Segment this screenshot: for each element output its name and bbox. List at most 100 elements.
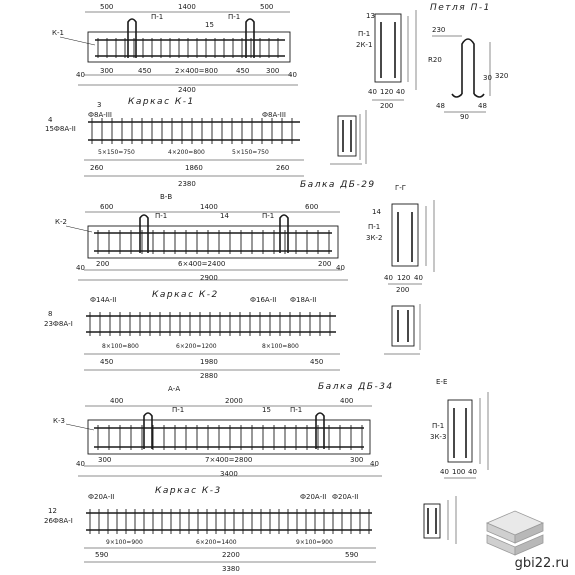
sbb-label-2k1: 2К-1 <box>356 41 372 49</box>
beam2-frame: К-2 <box>55 218 67 226</box>
see-label-p1: П-1 <box>432 422 444 430</box>
beam-db34-elevation: Балка ДБ-34 А-А 400 2000 400 П-1 П-1 15 … <box>53 382 392 478</box>
beam2-sect: В-В <box>160 193 172 201</box>
section-k1-small <box>330 110 367 165</box>
beam1-loop-right: П-1 <box>228 13 240 21</box>
section-k3-small <box>423 496 457 544</box>
frame1-sp2: 4×200=800 <box>168 149 205 156</box>
beam3-length: 3400 <box>220 470 238 478</box>
beam2-dim-r: 600 <box>305 203 318 211</box>
frame2-sp1: 8×100=800 <box>102 343 139 350</box>
see-dim-100: 100 <box>452 468 465 476</box>
sbb-dim-200: 200 <box>380 102 393 110</box>
sgg-label-3k2: 3К-2 <box>366 234 382 242</box>
beam2-length: 2900 <box>200 274 218 282</box>
beam1-dim-top-left: 500 <box>100 3 113 11</box>
frame1-marker-a: 4 <box>48 116 53 124</box>
frame1-sp3: 5×150=750 <box>232 149 269 156</box>
beam1-s0: 40 <box>76 71 85 79</box>
frame1-callout-num: 3 <box>97 101 101 109</box>
beam1-frame-label: К-1 <box>52 29 64 37</box>
beam3-s0: 40 <box>76 460 85 468</box>
logo-icon <box>485 510 545 556</box>
frame3-title: Каркас К-3 <box>155 486 222 496</box>
see-dim-40b: 40 <box>468 468 477 476</box>
frame3-d1: 590 <box>95 551 108 559</box>
frame3-sp2: 6×200=1400 <box>196 539 237 546</box>
beam2-s0: 40 <box>76 264 85 272</box>
beam3-s2: 7×400=2800 <box>205 456 252 464</box>
beam1-s1: 300 <box>100 67 113 75</box>
loop-title: Петля П-1 <box>430 3 491 13</box>
beam3-dim-m: 2000 <box>225 397 243 405</box>
beam3-s4: 40 <box>370 460 379 468</box>
frame1-d3: 260 <box>276 164 289 172</box>
frame1-callout-right: Ф8А-III <box>262 111 286 119</box>
sbb-label-13: 13 <box>366 12 375 20</box>
beam2-dim-l: 600 <box>100 203 113 211</box>
beam2-s2: 6×400=2400 <box>178 260 225 268</box>
beam3-dim-l: 400 <box>110 397 123 405</box>
beam-1-elevation: 500 1400 500 П-1 П-1 15 К-1 40 300 450 2… <box>52 3 298 94</box>
beam3-s3: 300 <box>350 456 363 464</box>
frame-k2: Каркас К-2 Ф14А-II Ф16А-II Ф18А-II 8 23Ф… <box>44 290 340 380</box>
frame3-callout-3: Ф20А-II <box>332 493 358 501</box>
beam3-loop-l: П-1 <box>172 406 184 414</box>
loop-dim-320: 320 <box>495 72 508 80</box>
section-bb: 13 П-1 2К-1 40 120 40 200 <box>356 10 417 110</box>
loop-dim-48b: 48 <box>478 102 487 110</box>
frame2-d2: 1980 <box>200 358 218 366</box>
frame3-callout-1: Ф20А-II <box>88 493 114 501</box>
sgg-label-p1: П-1 <box>368 223 380 231</box>
frame3-d3: 590 <box>345 551 358 559</box>
frame-k3: Каркас К-3 Ф20А-II Ф20А-II Ф20А-II 12 26… <box>44 486 376 573</box>
loop-dim-90: 90 <box>460 113 469 121</box>
loop-detail: Петля П-1 230 R20 320 48 48 30 90 <box>428 3 508 121</box>
frame1-length: 2380 <box>178 180 196 188</box>
frame2-d3: 450 <box>310 358 323 366</box>
beam1-bar-label: 15 <box>205 21 214 29</box>
section-gg: Г-Г 14 П-1 3К-2 40 120 40 200 <box>366 184 435 294</box>
beam1-s3: 2×400=800 <box>175 67 218 75</box>
beam1-s6: 40 <box>288 71 297 79</box>
frame2-marker: 8 <box>48 310 52 318</box>
sbb-dim-120: 120 <box>380 88 393 96</box>
loop-dim-r20: R20 <box>428 56 442 64</box>
beam1-s4: 450 <box>236 67 249 75</box>
sgg-dim-120: 120 <box>397 274 410 282</box>
frame1-sp1: 5×150=750 <box>98 149 135 156</box>
sbb-dim-40b: 40 <box>396 88 405 96</box>
frame3-length: 3380 <box>222 565 240 573</box>
section-ee: Е-Е П-1 3К-3 40 100 40 <box>430 378 489 479</box>
frame2-rebar-left: 23Ф8А-I <box>44 320 73 328</box>
frame3-callout-2: Ф20А-II <box>300 493 326 501</box>
frame2-length: 2880 <box>200 372 218 380</box>
frame3-d2: 2200 <box>222 551 240 559</box>
frame1-d2: 1860 <box>185 164 203 172</box>
loop-dim-30: 30 <box>483 74 492 82</box>
sgg-label-14: 14 <box>372 208 381 216</box>
beam2-s1: 200 <box>96 260 109 268</box>
frame2-d1: 450 <box>100 358 113 366</box>
frame3-marker: 12 <box>48 507 57 515</box>
frame2-sp3: 8×100=800 <box>262 343 299 350</box>
frame3-sp3: 9×100=900 <box>296 539 333 546</box>
frame2-callout-3: Ф18А-II <box>290 296 316 304</box>
beam3-dim-r: 400 <box>340 397 353 405</box>
frame3-rebar-left: 26Ф8А-I <box>44 517 73 525</box>
loop-dim-230: 230 <box>432 26 445 34</box>
beam1-length: 2400 <box>178 86 196 94</box>
beam3-sect: А-А <box>168 385 180 393</box>
beam2-bar: 14 <box>220 212 229 220</box>
sgg-dim-40a: 40 <box>384 274 393 282</box>
watermark-text: gbi22.ru <box>514 556 569 571</box>
loop-dim-48a: 48 <box>436 102 445 110</box>
frame3-sp1: 9×100=900 <box>106 539 143 546</box>
sbb-dim-40a: 40 <box>368 88 377 96</box>
frame-k1: Каркас К-1 3 Ф8А-III Ф8А-III 4 15Ф8А-II … <box>45 97 304 188</box>
see-label-3k3: 3К-3 <box>430 433 446 441</box>
beam2-dim-m: 1400 <box>200 203 218 211</box>
frame2-callout-1: Ф14А-II <box>90 296 116 304</box>
sgg-dim-200: 200 <box>396 286 409 294</box>
